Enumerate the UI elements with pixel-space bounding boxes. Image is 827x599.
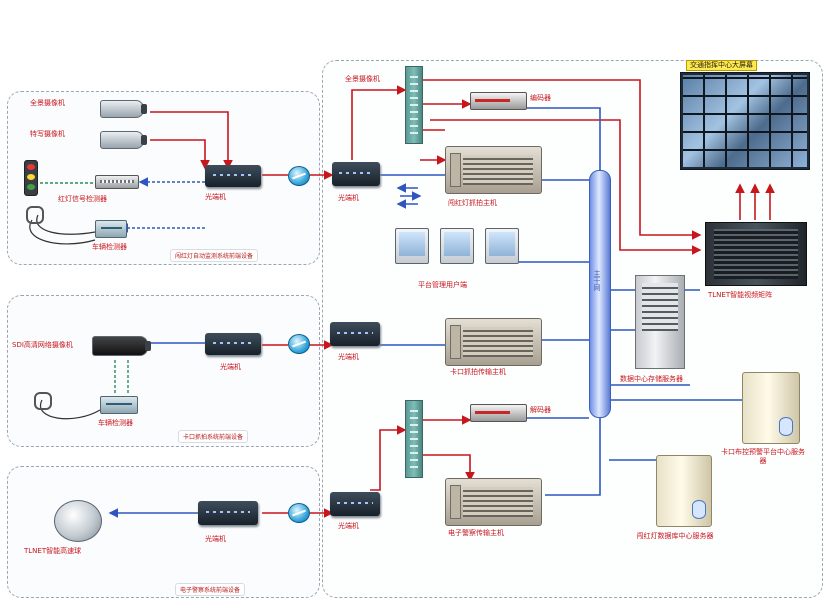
fiber-link-2-icon bbox=[288, 334, 310, 354]
feature-camera-1 bbox=[100, 131, 147, 149]
distribution-panel-2 bbox=[405, 400, 423, 478]
platform-user-pc-1 bbox=[395, 228, 429, 264]
video-wall-title: 交通指挥中心大屏幕 bbox=[686, 60, 757, 71]
road-coil-1-icon bbox=[26, 206, 44, 224]
zone-red-light-frontend bbox=[7, 91, 320, 265]
fiber-converter-5 bbox=[198, 501, 258, 525]
fiber-converter-4-label: 光端机 bbox=[338, 353, 359, 361]
panorama-camera-2-label: 全景摄像机 bbox=[345, 75, 380, 83]
fiber-converter-1-label: 光端机 bbox=[205, 193, 226, 201]
storage-tower-server-label: 数据中心存储服务器 bbox=[620, 375, 683, 383]
checkpoint-transmit-host-label: 卡口抓拍传输主机 bbox=[450, 368, 506, 376]
road-coil-2-icon bbox=[34, 392, 52, 410]
fiber-converter-5-label: 光端机 bbox=[205, 535, 226, 543]
fiber-converter-6-label: 光端机 bbox=[338, 522, 359, 530]
zone3-caption: 电子警察系统前端设备 bbox=[175, 583, 246, 596]
platform-users-label: 平台管理用户端 bbox=[418, 281, 467, 289]
fiber-converter-4 bbox=[330, 322, 380, 346]
decoder-2-label: 解码器 bbox=[530, 406, 551, 414]
zone-checkpoint-frontend bbox=[7, 295, 320, 447]
red-light-capture-host-label: 闯红灯抓拍主机 bbox=[448, 199, 497, 207]
signal-detector-label: 红灯信号检测器 bbox=[58, 195, 107, 203]
video-matrix-switch-label: TLNET智能视频矩阵 bbox=[708, 291, 773, 299]
red-light-db-server-label: 闯红灯数据库中心服务器 bbox=[636, 532, 714, 540]
video-matrix-switch bbox=[705, 222, 807, 286]
vehicle-detector-2-label: 车辆检测器 bbox=[98, 419, 133, 427]
video-wall bbox=[680, 72, 810, 170]
signal-detector bbox=[95, 175, 139, 189]
fiber-converter-2-label: 光端机 bbox=[338, 194, 359, 202]
backbone-bus-label: 主干网 bbox=[593, 270, 601, 291]
epolice-transmit-host bbox=[445, 478, 542, 526]
vehicle-detector-1-label: 车辆检测器 bbox=[92, 243, 127, 251]
backbone-bus bbox=[589, 170, 611, 418]
checkpoint-transmit-host bbox=[445, 318, 542, 366]
distribution-panel-1 bbox=[405, 66, 423, 144]
decoder-2 bbox=[470, 404, 527, 422]
fiber-link-1-icon bbox=[288, 166, 310, 186]
smart-dome-camera-label: TLNET智能高速球 bbox=[24, 547, 82, 555]
red-light-capture-host bbox=[445, 146, 542, 194]
encoder-1-label: 编码器 bbox=[530, 94, 551, 102]
fiber-converter-6 bbox=[330, 492, 380, 516]
fiber-converter-3-label: 光端机 bbox=[220, 363, 241, 371]
checkpoint-center-server bbox=[742, 372, 800, 444]
smart-dome-camera bbox=[54, 500, 102, 542]
fiber-link-3-icon bbox=[288, 503, 310, 523]
vehicle-detector-1 bbox=[95, 220, 127, 238]
hd-network-camera-label: SDI高清网络摄像机 bbox=[12, 341, 73, 349]
platform-user-pc-2 bbox=[440, 228, 474, 264]
checkpoint-center-server-label: 卡口布控预警平台中心服务器 bbox=[721, 448, 805, 465]
fiber-converter-2 bbox=[332, 162, 380, 186]
fiber-converter-3 bbox=[205, 333, 261, 355]
encoder-1 bbox=[470, 92, 527, 110]
vehicle-detector-2 bbox=[100, 396, 138, 414]
fiber-converter-1 bbox=[205, 165, 261, 187]
hd-network-camera bbox=[92, 336, 151, 356]
epolice-transmit-host-label: 电子警察传输主机 bbox=[448, 529, 504, 537]
zone1-caption: 闯红灯自动监测系统前端设备 bbox=[170, 249, 259, 262]
zone2-caption: 卡口抓拍系统前端设备 bbox=[178, 430, 249, 443]
panorama-camera-1 bbox=[100, 100, 147, 118]
platform-user-pc-3 bbox=[485, 228, 519, 264]
panorama-camera-1-label: 全景摄像机 bbox=[30, 99, 65, 107]
red-light-db-server bbox=[656, 455, 712, 527]
storage-tower-server bbox=[635, 275, 685, 369]
traffic-light-icon bbox=[24, 160, 38, 196]
feature-camera-1-label: 特写摄像机 bbox=[30, 130, 65, 138]
